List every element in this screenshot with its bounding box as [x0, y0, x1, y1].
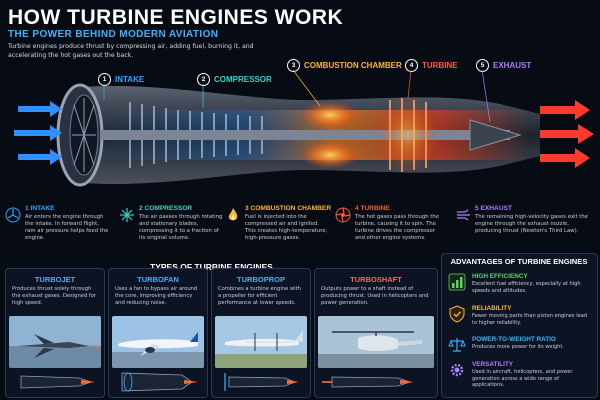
stage-detail-title: 2 COMPRESSOR — [139, 205, 193, 212]
stage-label-intake: 1 INTAKE — [98, 73, 144, 86]
stage-number: 3 — [287, 59, 300, 72]
type-name: TURBOSHAFT — [350, 275, 402, 284]
stage-label-combustion: 3 COMBUSTION CHAMBER — [287, 59, 402, 72]
intake-airflow-arrows — [14, 101, 62, 165]
fan-blades — [72, 98, 96, 172]
advantages-title: ADVANTAGES OF TURBINE ENGINES — [450, 257, 588, 266]
exhaust-icon — [457, 209, 470, 221]
advantage-desc: Fewer moving parts than piston engines l… — [472, 313, 588, 326]
advantage-title: HIGH EFFICIENCY — [472, 273, 528, 280]
advantage-desc: Excellent fuel efficiency, especially at… — [472, 281, 581, 294]
type-desc: Produces thrust solely through the exhau… — [12, 286, 97, 306]
type-card-turboshaft: TURBOSHAFT Outputs power to a shaft inst… — [314, 268, 438, 398]
stage-number: 1 — [98, 73, 111, 86]
advantage-title: POWER-TO-WEIGHT RATIO — [472, 336, 556, 343]
stage-detail-desc: The hot gases pass through the turbine, … — [355, 214, 439, 241]
turbine-icon — [335, 207, 351, 223]
stage-name: EXHAUST — [493, 61, 532, 70]
stage-detail-title: 3 COMBUSTION CHAMBER — [245, 205, 332, 212]
page-title: HOW TURBINE ENGINES WORK — [8, 6, 344, 29]
flame-icon — [228, 208, 238, 221]
stage-label-compressor: 2 COMPRESSOR — [197, 73, 272, 86]
stage-detail-title: 5 EXHAUST — [475, 205, 513, 212]
stage-number: 4 — [405, 59, 418, 72]
turbofan-diagram — [121, 372, 198, 392]
type-name: TURBOFAN — [137, 275, 179, 284]
stage-detail-desc: The remaining high-velocity gases exit t… — [475, 214, 588, 234]
turbojet-diagram — [20, 375, 95, 389]
central-shaft — [100, 130, 510, 140]
stage-detail-compressor: 2 COMPRESSOR The air passes through rota… — [119, 205, 224, 242]
advantage-desc: Used in aircraft, helicopters, and power… — [472, 369, 573, 388]
exhaust-thrust-arrows — [540, 100, 594, 168]
turbine-glow — [378, 95, 438, 175]
advantage-desc: Produces more power for its weight. — [472, 344, 565, 350]
type-desc: Combines a turbine engine with a propell… — [218, 286, 301, 306]
label-leader-lines — [103, 70, 491, 123]
type-name: TURBOPROP — [237, 275, 285, 284]
turboprop-plane-image — [215, 316, 307, 368]
stage-detail-desc: Air enters the engine through the intake… — [25, 214, 109, 241]
advantage-title: VERSATILITY — [472, 361, 514, 368]
helicopter-image — [318, 316, 434, 368]
stage-detail-combustion: 3 COMBUSTION CHAMBER Fuel is injected in… — [225, 205, 332, 242]
stage-detail-intake: 1 INTAKE Air enters the engine through t… — [5, 205, 110, 242]
types-section-title: TYPES OF TURBINE ENGINES — [150, 262, 273, 272]
type-card-turbojet: TURBOJET Produces thrust solely through … — [5, 268, 105, 398]
type-desc: Outputs power to a shaft instead of prod… — [321, 286, 429, 306]
type-name: TURBOJET — [34, 275, 76, 284]
scale-icon — [448, 338, 466, 352]
stage-detail-desc: The air passes through rotating and stat… — [139, 214, 223, 241]
advantage-title: RELIABILITY — [472, 305, 512, 312]
stage-label-turbine: 4 TURBINE — [405, 59, 458, 72]
turboprop-diagram — [224, 373, 299, 391]
combustion-flame-lower — [300, 141, 360, 169]
stage-detail-desc: Fuel is injected into the compressed air… — [245, 214, 328, 241]
stage-detail-title: 1 INTAKE — [25, 205, 55, 212]
fan-icon — [5, 207, 21, 223]
fighter-jet-image — [9, 316, 101, 368]
bar-chart-icon — [448, 273, 466, 291]
type-desc: Uses a fan to bypass air around the core… — [115, 286, 198, 306]
stage-detail-title: 4 TURBINE — [355, 205, 390, 212]
stage-name: TURBINE — [422, 61, 458, 70]
intro-text: Turbine engines produce thrust by compre… — [8, 43, 254, 59]
stage-name: INTAKE — [115, 75, 145, 84]
stage-detail-exhaust: 5 EXHAUST The remaining high-velocity ga… — [455, 205, 595, 235]
type-card-turbofan: TURBOFAN Uses a fan to bypass air around… — [108, 268, 208, 398]
airliner-image — [112, 316, 204, 368]
gear-icon — [450, 363, 464, 377]
turbine-engine-cutaway-illustration — [14, 70, 594, 187]
combustion-flame-upper — [300, 101, 360, 129]
page-subtitle: THE POWER BEHIND MODERN AVIATION — [8, 29, 219, 40]
stage-detail-turbine: 4 TURBINE The hot gases pass through the… — [335, 205, 440, 242]
type-card-turboprop: TURBOPROP Combines a turbine engine with… — [211, 268, 311, 398]
turboshaft-diagram — [322, 376, 414, 388]
stage-name: COMPRESSOR — [214, 75, 272, 84]
stage-name: COMBUSTION CHAMBER — [304, 61, 402, 70]
exhaust-cone — [469, 119, 522, 151]
compressor-blades-icon — [120, 208, 134, 222]
stage-number: 2 — [197, 73, 210, 86]
shield-icon — [449, 305, 465, 323]
advantages-panel — [441, 253, 598, 398]
